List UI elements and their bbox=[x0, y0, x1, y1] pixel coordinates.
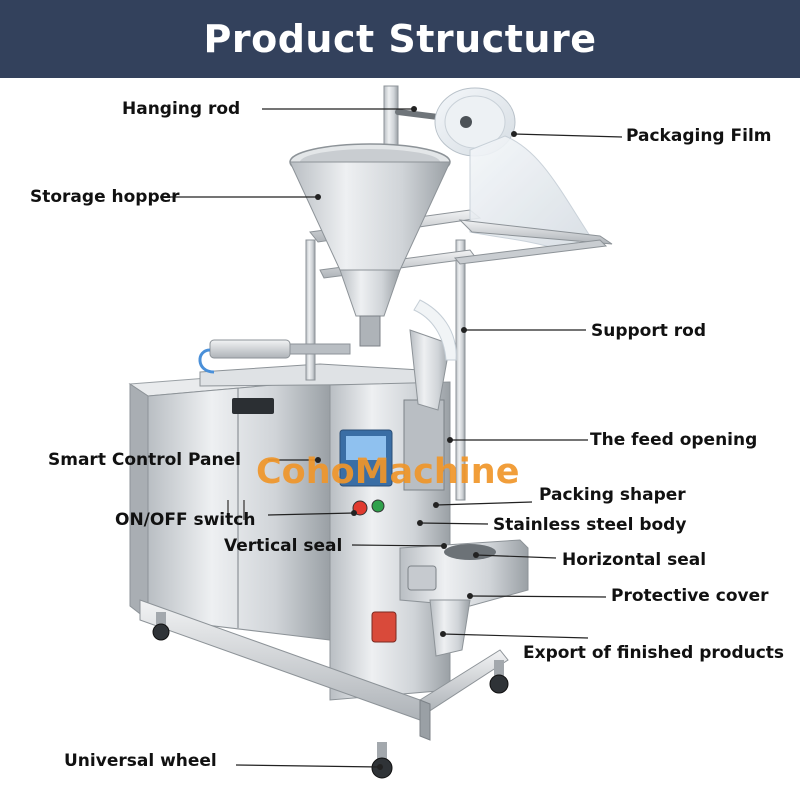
label-horizontal-seal: Horizontal seal bbox=[562, 550, 707, 570]
label-storage-hopper: Storage hopper bbox=[30, 187, 180, 207]
film-guide bbox=[454, 219, 613, 265]
machine-illustration bbox=[128, 85, 623, 779]
label-vertical-seal: Vertical seal bbox=[224, 536, 343, 556]
sealing-unit bbox=[371, 539, 529, 657]
leader-lines bbox=[160, 108, 623, 768]
pneumatic-cylinder bbox=[198, 339, 351, 374]
leader-dots bbox=[315, 106, 517, 770]
label-support-rod: Support rod bbox=[591, 321, 707, 341]
film-roll bbox=[395, 87, 591, 251]
label-hanging-rod: Hanging rod bbox=[122, 99, 241, 119]
base-frame bbox=[139, 599, 509, 741]
label-protective-cover: Protective cover bbox=[611, 586, 769, 606]
label-smart-control-panel: Smart Control Panel bbox=[48, 450, 241, 470]
diagram-area: Hanging rod Packaging Film Storage hoppe… bbox=[0, 78, 800, 800]
storage-hopper-shape bbox=[289, 143, 451, 347]
page-title: Product Structure bbox=[203, 17, 597, 61]
label-on-off-switch: ON/OFF switch bbox=[115, 510, 256, 530]
left-cabinet bbox=[128, 369, 332, 641]
brand-watermark: CohoMachine bbox=[256, 452, 520, 492]
label-stainless-body: Stainless steel body bbox=[493, 515, 687, 535]
label-packing-shaper: Packing shaper bbox=[539, 485, 686, 505]
forming-collar bbox=[409, 299, 457, 411]
label-export-finished: Export of finished products bbox=[523, 643, 785, 663]
label-packaging-film: Packaging Film bbox=[626, 126, 772, 146]
label-feed-opening: The feed opening bbox=[590, 430, 758, 450]
label-universal-wheel: Universal wheel bbox=[64, 751, 217, 771]
title-banner: Product Structure bbox=[0, 0, 800, 78]
